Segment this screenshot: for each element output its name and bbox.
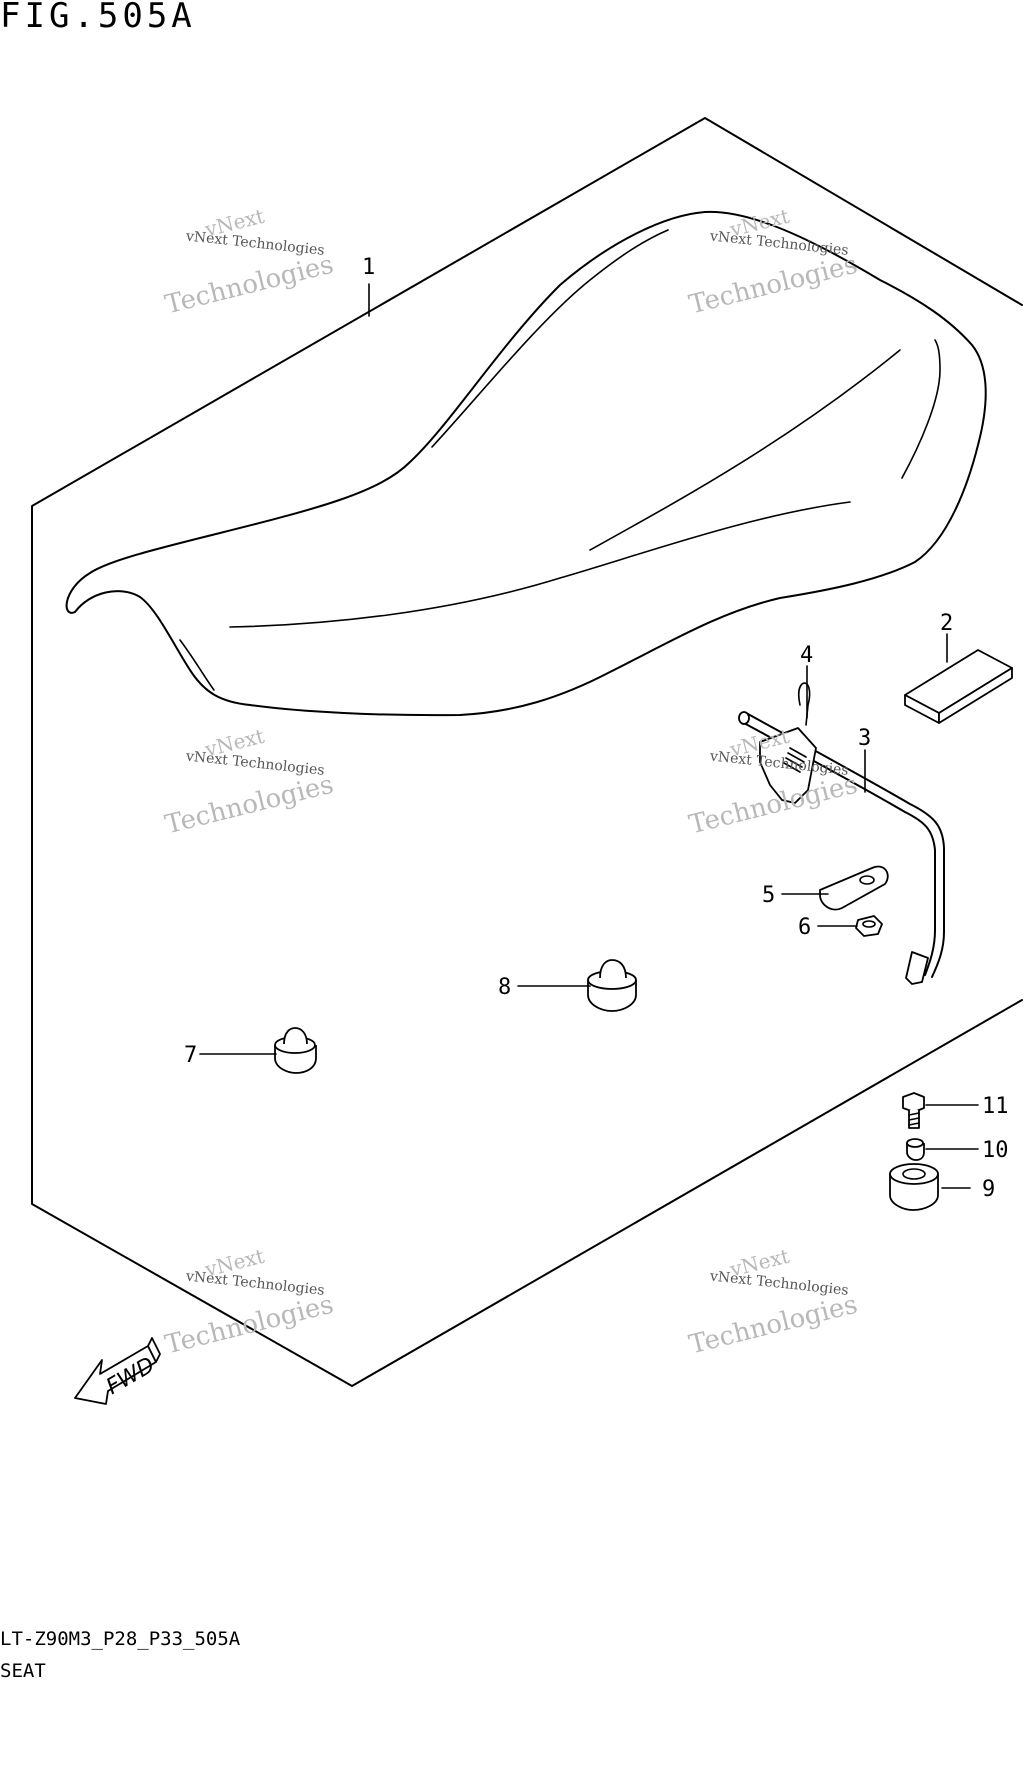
callout-11: 11	[982, 1094, 1009, 1119]
callout-1: 1	[362, 255, 375, 280]
callout-7: 7	[184, 1043, 197, 1068]
watermark-top-left: vNext vNext Technologies Technologies	[162, 204, 336, 321]
part-11-bolt[interactable]	[902, 1092, 925, 1129]
callout-5: 5	[762, 883, 775, 908]
watermark-top-right: vNext vNext Technologies Technologies	[686, 204, 860, 321]
part-5-plate[interactable]	[819, 865, 889, 911]
watermark-bottom-right: vNext vNext Technologies Technologies	[686, 1244, 860, 1361]
callout-4: 4	[800, 643, 813, 668]
svg-text:vNext Technologies: vNext Technologies	[708, 228, 849, 259]
part-10-small-collar[interactable]	[906, 1138, 925, 1161]
part-8-cushion[interactable]	[587, 959, 637, 1012]
part-4-spring[interactable]	[759, 682, 817, 804]
svg-text:Technologies: Technologies	[686, 250, 860, 321]
svg-text:vNext Technologies: vNext Technologies	[184, 1268, 325, 1299]
callout-3: 3	[858, 726, 871, 751]
callout-9: 9	[982, 1177, 995, 1202]
svg-text:Technologies: Technologies	[162, 1290, 336, 1361]
part-1-seat[interactable]	[65, 210, 987, 717]
callout-8: 8	[498, 975, 511, 1000]
svg-text:vNext Technologies: vNext Technologies	[184, 228, 325, 259]
watermark-bottom-left: vNext vNext Technologies Technologies	[162, 1244, 336, 1361]
callout-6: 6	[798, 915, 811, 940]
callout-10: 10	[982, 1138, 1009, 1163]
figure-code: LT-Z90M3_P28_P33_505A	[0, 1628, 241, 1650]
svg-text:Technologies: Technologies	[162, 250, 336, 321]
part-9-collar[interactable]	[889, 1163, 939, 1211]
svg-text:vNext Technologies: vNext Technologies	[708, 1268, 849, 1299]
svg-text:Technologies: Technologies	[686, 1290, 860, 1361]
part-7-cushion[interactable]	[274, 1027, 317, 1074]
part-6-nut[interactable]	[855, 915, 883, 937]
figure-title: FIG.505A	[0, 0, 196, 36]
svg-text:Technologies: Technologies	[162, 770, 336, 841]
watermark-mid-left: vNext vNext Technologies Technologies	[162, 724, 336, 841]
callout-2: 2	[940, 611, 953, 636]
part-2-pad[interactable]	[904, 649, 1013, 724]
fwd-arrow-icon: FWD	[74, 1337, 161, 1405]
leader-lines	[199, 283, 979, 1189]
svg-text:vNext Technologies: vNext Technologies	[184, 748, 325, 779]
assembly-plane-outline	[31, 117, 1023, 1387]
figure-name: SEAT	[0, 1660, 46, 1682]
